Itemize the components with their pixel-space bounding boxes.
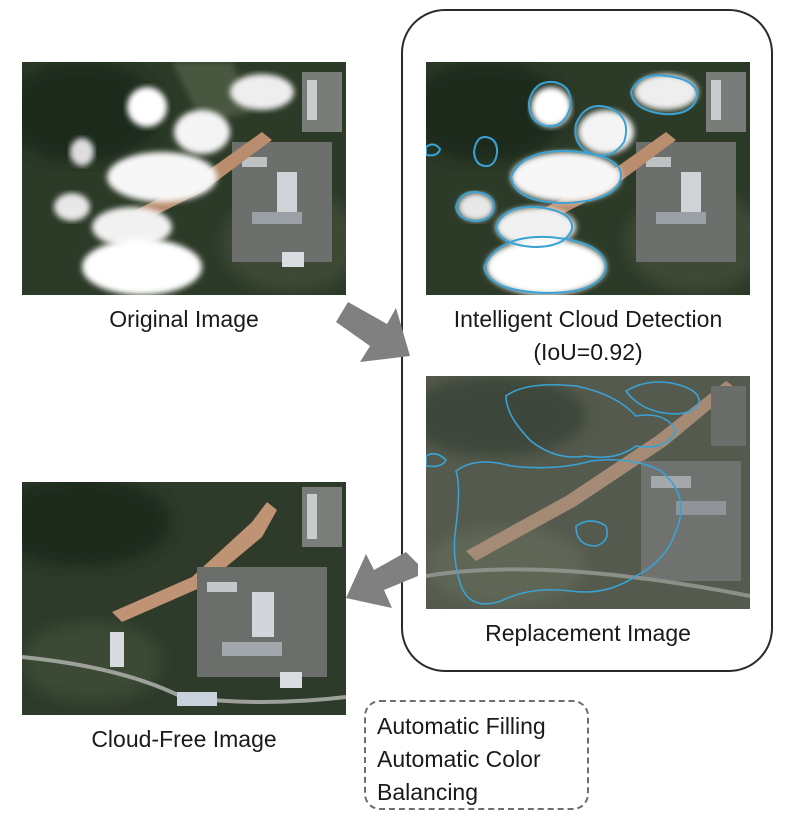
- original-image: [22, 62, 346, 295]
- caption-replacement: Replacement Image: [485, 620, 691, 646]
- caption-original: Original Image: [109, 306, 259, 332]
- replacement-image: [426, 376, 750, 609]
- cloud-free-image: [22, 482, 346, 715]
- note-line-3: Balancing: [377, 779, 479, 805]
- processing-note-box: Automatic Filling Automatic Color Balanc…: [364, 700, 589, 810]
- cloud-detection-image: [426, 62, 750, 295]
- arrow-left-down-icon: [346, 552, 418, 608]
- note-line-2: Automatic Color: [377, 746, 541, 772]
- caption-detection-line2: (IoU=0.92): [533, 339, 643, 365]
- caption-cloud-free: Cloud-Free Image: [91, 726, 277, 752]
- note-line-1: Automatic Filling: [377, 713, 546, 739]
- caption-detection-line1: Intelligent Cloud Detection: [453, 306, 723, 332]
- arrow-right-down-icon: [336, 302, 410, 362]
